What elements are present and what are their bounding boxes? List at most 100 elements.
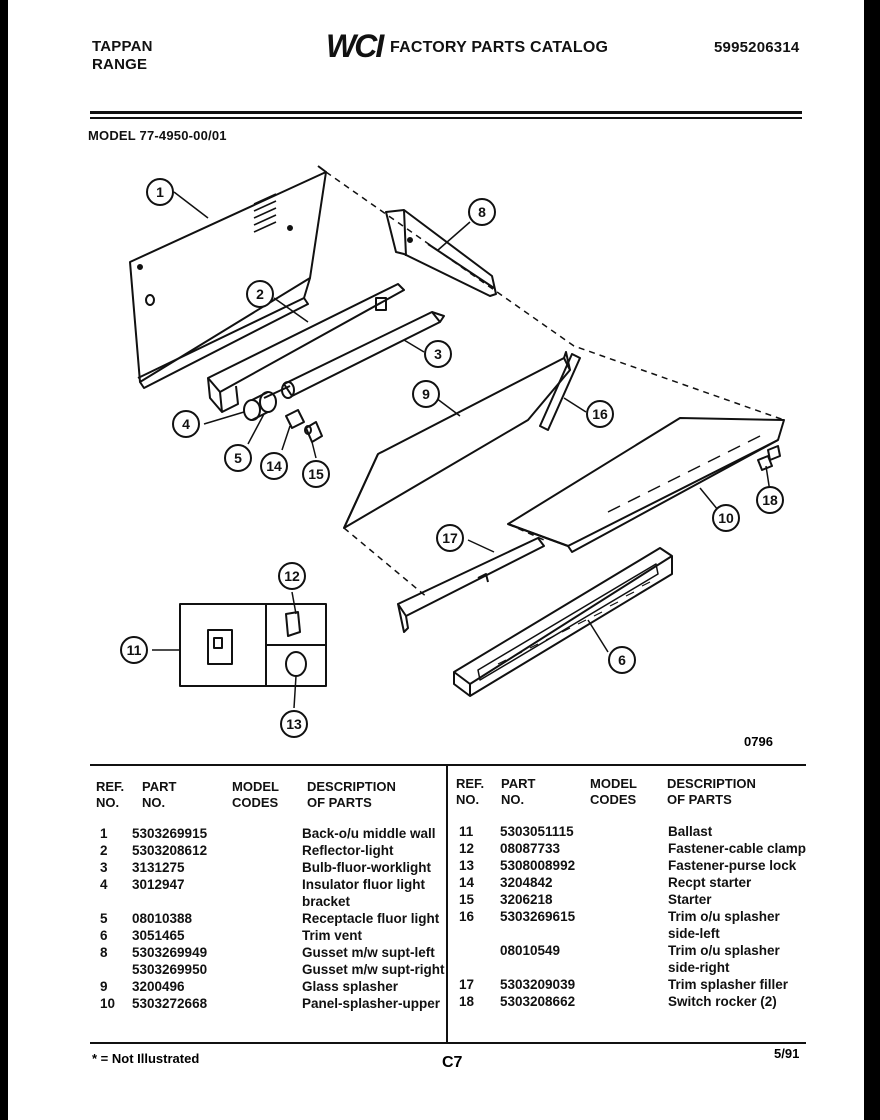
- left-row-part: 5303269949: [132, 945, 208, 960]
- callout-15: [302, 460, 330, 488]
- callout-6: [608, 646, 636, 674]
- svg-text:16: 16: [592, 406, 608, 422]
- callout-13: [280, 710, 308, 738]
- inset-ballast-fasteners: [179, 603, 327, 687]
- callout-2: [246, 280, 274, 308]
- svg-text:18: 18: [762, 492, 778, 508]
- svg-text:11: 11: [127, 642, 142, 658]
- header-rule-1: [90, 111, 802, 114]
- callout-8: [468, 198, 496, 226]
- right-row-part: 3206218: [500, 892, 553, 907]
- footnote-not-illustrated: * = Not Illustrated: [92, 1051, 200, 1066]
- part-panel-splasher-upper: [507, 417, 785, 553]
- svg-text:17: 17: [442, 530, 458, 546]
- svg-text:10: 10: [718, 510, 734, 526]
- callout-18: [756, 486, 784, 514]
- right-row-desc: Recpt starter: [668, 875, 752, 890]
- drawing-code: 0796: [744, 734, 773, 749]
- left-row-ref: 8: [100, 945, 108, 960]
- header-rule-2: [90, 117, 802, 119]
- left-row-part: 3012947: [132, 877, 185, 892]
- callout-17: [436, 524, 464, 552]
- callout-10: [712, 504, 740, 532]
- right-row-desc: Trim splasher filler: [668, 977, 789, 992]
- part-glass-splasher: [343, 351, 571, 529]
- part-trim-splasher-filler: [397, 537, 545, 633]
- left-row-desc: Panel-splasher-upper: [302, 996, 441, 1011]
- svg-text:3: 3: [434, 346, 442, 362]
- left-row-part: 5303269915: [132, 826, 208, 841]
- right-row-ref: 14: [459, 875, 475, 890]
- right-row-part: 5303269615: [500, 909, 576, 924]
- left-row-ref: 6: [100, 928, 108, 943]
- svg-text:6: 6: [618, 652, 626, 668]
- part-bulb-fluor-worklight: [263, 311, 445, 399]
- right-row-ref: 15: [459, 892, 475, 907]
- left-row-ref: 9: [100, 979, 108, 994]
- page-number: C7: [442, 1054, 463, 1071]
- left-row-part: 5303269950: [132, 962, 208, 977]
- left-row-ref: 4: [100, 877, 108, 892]
- left-row-desc: Gusset m/w supt-left: [302, 945, 435, 960]
- hdr-ref-right: REF.NO.: [456, 776, 485, 807]
- callout-11: [120, 636, 148, 664]
- part-back-middle-wall: [129, 165, 327, 389]
- right-row-desc: Ballast: [668, 824, 713, 839]
- callout-12: [278, 562, 306, 590]
- left-row-desc: Bulb-fluor-worklight: [302, 860, 431, 875]
- left-row-part: 5303208612: [132, 843, 208, 858]
- model-number: MODEL 77-4950-00/01: [88, 128, 227, 143]
- callout-3: [424, 340, 452, 368]
- right-row-ref: 12: [459, 841, 475, 856]
- callout-5: [224, 444, 252, 472]
- footer-date: 5/91: [774, 1046, 800, 1061]
- right-row-desc: Trim o/u splasher: [668, 909, 780, 924]
- wci-logo: WCI: [324, 28, 390, 67]
- right-row-desc: Fastener-purse lock: [668, 858, 797, 873]
- svg-text:2: 2: [256, 286, 264, 302]
- left-row-desc: Receptacle fluor light: [302, 911, 440, 926]
- right-row-ref: 13: [459, 858, 475, 873]
- right-row-desc: Fastener-cable clamp: [668, 841, 807, 856]
- left-row-desc: Gusset m/w supt-right: [302, 962, 445, 977]
- left-row-part: 5303272668: [132, 996, 208, 1011]
- left-row-desc: Insulator fluor light: [302, 877, 425, 892]
- right-row-part: 3204842: [500, 875, 553, 890]
- callout-14: [260, 452, 288, 480]
- part-starter: [285, 409, 323, 443]
- wci-logo-text: WCI: [326, 28, 385, 62]
- right-row-part: 5308008992: [500, 858, 576, 873]
- left-row-part: 3200496: [132, 979, 185, 994]
- svg-text:9: 9: [422, 386, 430, 402]
- svg-text:14: 14: [266, 458, 282, 474]
- right-row-desc: side-right: [668, 960, 730, 975]
- left-row-desc: Glass splasher: [302, 979, 399, 994]
- right-row-part: 08087733: [500, 841, 561, 856]
- svg-text:4: 4: [182, 416, 190, 432]
- callout-4: [172, 410, 200, 438]
- catalog-page: TAPPAN RANGE WCI FACTORY PARTS CATALOG 5…: [8, 0, 864, 1120]
- svg-text:5: 5: [234, 450, 242, 466]
- right-row-ref: 18: [459, 994, 475, 1009]
- right-row-part: 08010549: [500, 943, 561, 958]
- left-row-part: 3051465: [132, 928, 185, 943]
- left-row-ref: 1: [100, 826, 108, 841]
- right-row-part: 5303208662: [500, 994, 576, 1009]
- right-row-part: 5303051115: [500, 824, 574, 839]
- left-row-desc: bracket: [302, 894, 351, 909]
- left-row-ref: 3: [100, 860, 108, 875]
- left-row-desc: Reflector-light: [302, 843, 394, 858]
- left-row-ref: 2: [100, 843, 108, 858]
- part-switch-rocker: [757, 445, 781, 471]
- catalog-number: 5995206314: [714, 39, 800, 56]
- right-row-desc: Starter: [668, 892, 712, 907]
- brand-line1: TAPPAN: [92, 38, 153, 55]
- catalog-title: FACTORY PARTS CATALOG: [390, 39, 609, 56]
- right-row-desc: side-left: [668, 926, 720, 941]
